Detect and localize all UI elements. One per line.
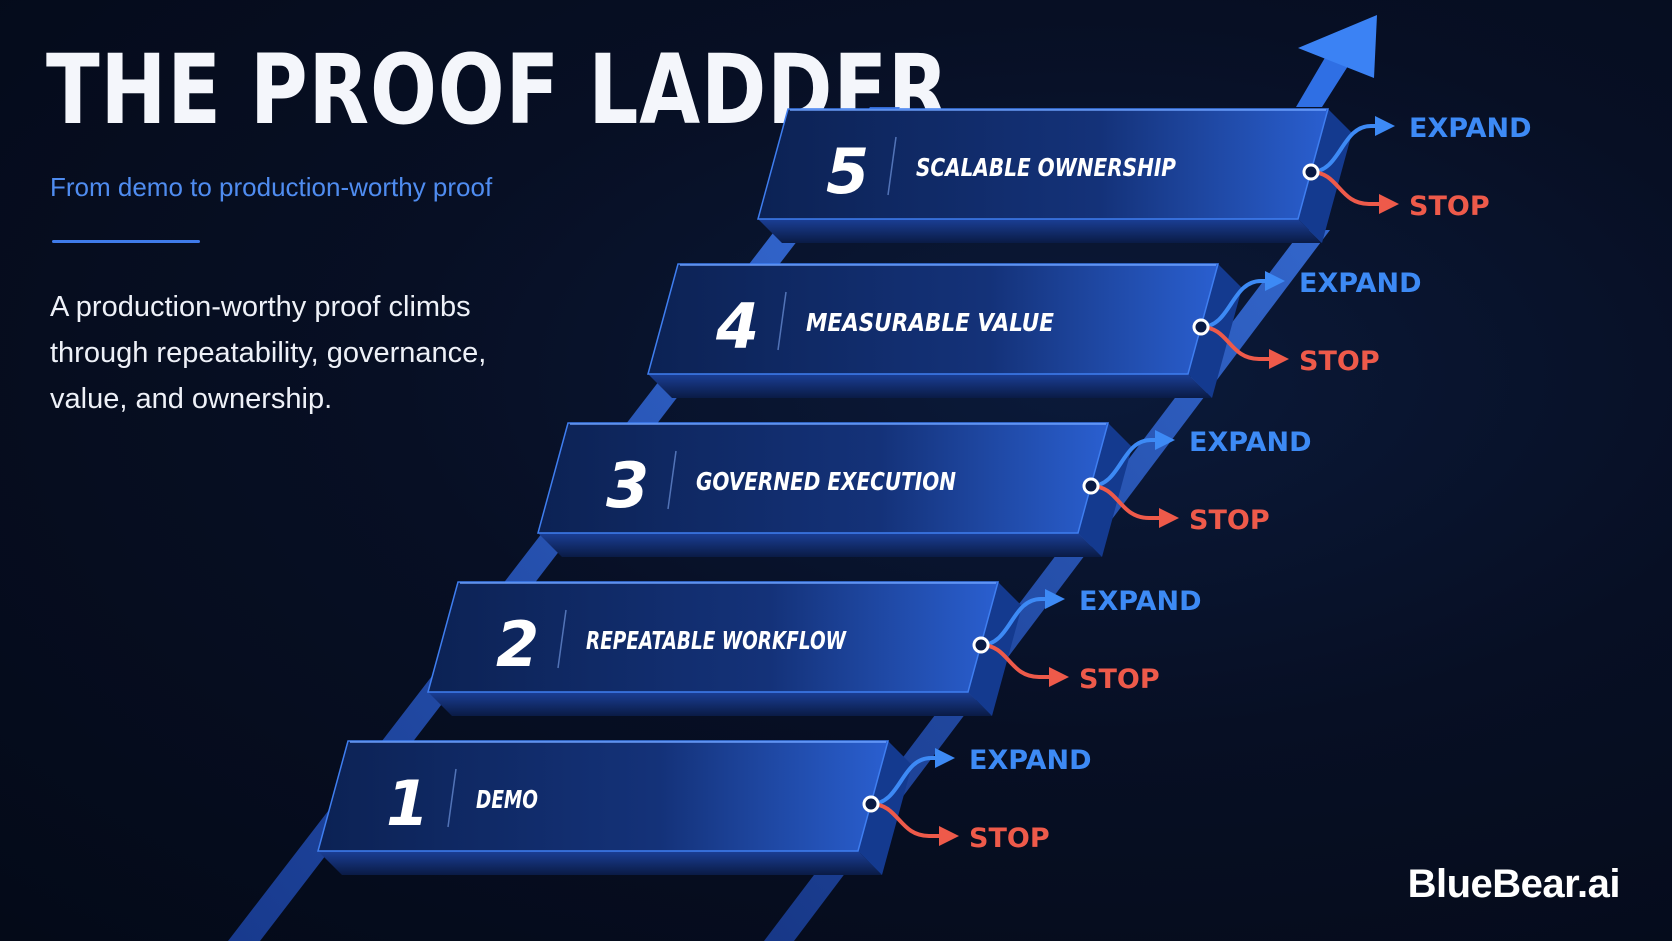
step-depth (428, 692, 992, 716)
stop-arrow (870, 802, 959, 846)
expand-label: EXPAND (1299, 268, 1421, 299)
ladder-step-2: 2 REPEATABLE WORKFLOW EXPAND STOP (427, 581, 1201, 716)
stop-arrow (1090, 484, 1179, 528)
ladder-step-3: 3 GOVERNED EXECUTION EXPAND STOP (537, 422, 1311, 557)
step-separator (447, 768, 457, 828)
step-label: REPEATABLE WORKFLOW (586, 626, 847, 655)
step-label: DEMO (476, 785, 538, 814)
ladder-step-1: 1 DEMO EXPAND STOP (317, 740, 1091, 875)
title-divider (52, 240, 200, 243)
ladder-step-5: 5 SCALABLE OWNERSHIP EXPAND STOP (757, 108, 1531, 243)
expand-label: EXPAND (1409, 113, 1531, 144)
expand-arrow (980, 589, 1065, 647)
branch-node (972, 636, 990, 654)
description-text: A production-worthy proof climbs through… (50, 291, 487, 415)
step-depth (318, 851, 882, 875)
ladder-step-4: 4 MEASURABLE VALUE EXPAND STOP (647, 263, 1421, 398)
step-depth (538, 533, 1102, 557)
stop-arrow (1310, 170, 1399, 214)
expand-label: EXPAND (1189, 427, 1311, 458)
stop-label: STOP (1299, 346, 1380, 377)
expand-arrow (1090, 430, 1175, 488)
page-subtitle: From demo to production-worthy proof (50, 172, 493, 202)
step-depth (648, 374, 1212, 398)
step-number: 5 (826, 135, 869, 208)
stop-label: STOP (969, 823, 1050, 854)
step-depth (758, 219, 1322, 243)
branch-node (1192, 318, 1210, 336)
expand-label: EXPAND (1079, 586, 1201, 617)
step-number: 4 (715, 290, 759, 363)
expand-arrow (1200, 271, 1285, 329)
stop-label: STOP (1409, 191, 1490, 222)
stop-label: STOP (1189, 505, 1270, 536)
step-separator (887, 136, 897, 196)
stop-label: STOP (1079, 664, 1160, 695)
step-number: 3 (606, 449, 649, 522)
ladder-top-arrow-head (1298, 15, 1377, 78)
branch-node (862, 795, 880, 813)
step-number: 1 (386, 767, 429, 840)
step-separator (777, 291, 787, 351)
step-separator (667, 450, 677, 510)
expand-arrow (1310, 116, 1395, 174)
brand-logo: BlueBear.ai (1407, 862, 1621, 906)
expand-arrow (870, 748, 955, 806)
stop-arrow (980, 643, 1069, 687)
step-label: MEASURABLE VALUE (806, 308, 1054, 337)
step-label: SCALABLE OWNERSHIP (916, 153, 1176, 182)
branch-node (1082, 477, 1100, 495)
step-label: GOVERNED EXECUTION (696, 467, 956, 496)
branch-node (1302, 163, 1320, 181)
expand-label: EXPAND (969, 745, 1091, 776)
step-number: 2 (496, 608, 539, 681)
step-separator (557, 609, 567, 669)
stop-arrow (1200, 325, 1289, 369)
